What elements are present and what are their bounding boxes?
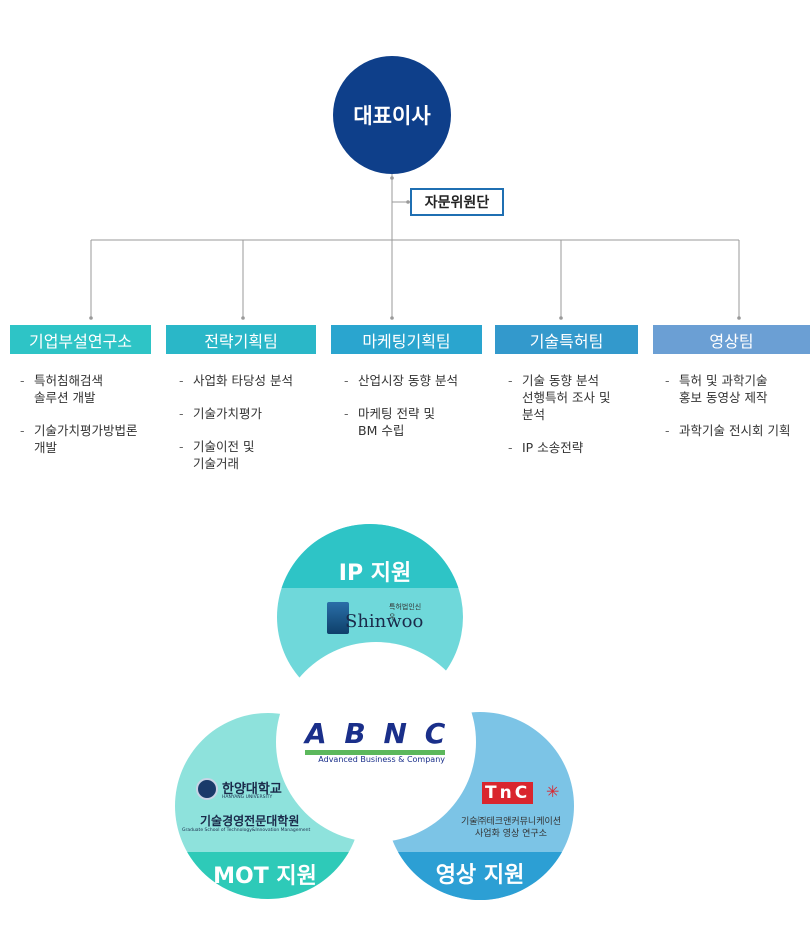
shinwoo-name: Shinwoo (345, 611, 424, 632)
hanyang-school: 기술경영전문대학원 (200, 814, 300, 828)
tnc-spark-icon: ✳ (546, 782, 560, 801)
tasks-strategy-planning: 사업화 타당성 분석 기술가치평가 기술이전 및 기술거래 (179, 372, 319, 488)
hanyang-school-en: Graduate School of Technology&Innovation… (182, 828, 311, 833)
hanyang-seal-icon (196, 778, 218, 800)
abnc-green-bar (305, 750, 445, 755)
shinwoo-korean: 특허법인신우 (389, 603, 422, 621)
abnc-logo: A B N C Advanced Business & Company (305, 718, 450, 768)
task-item: 기술이전 및 기술거래 (179, 438, 319, 472)
hanyang-english: HANYANG UNIVERSITY (222, 795, 273, 800)
tasks-tech-patent: 기술 동향 분석 선행특허 조사 및 분석 IP 소송전략 (508, 372, 638, 472)
tnc-line2: 사업화 영상 연구소 (475, 829, 547, 839)
task-item: 산업시장 동향 분석 (344, 372, 489, 389)
tasks-research-institute: 특허침해검색 솔루션 개발 기술가치평가방법론 개발 (20, 372, 160, 472)
task-item: 기술 동향 분석 선행특허 조사 및 분석 (508, 372, 638, 423)
tnc-name: TnC (482, 782, 534, 804)
dept-strategy-planning: 전략기획팀 (166, 325, 316, 354)
video-support-label: 영상 지원 (435, 863, 525, 888)
task-item: 마케팅 전략 및 BM 수립 (344, 405, 489, 439)
ip-support-label: IP 지원 (338, 561, 412, 586)
tasks-marketing-planning: 산업시장 동향 분석 마케팅 전략 및 BM 수립 (344, 372, 489, 455)
task-item: 특허침해검색 솔루션 개발 (20, 372, 160, 406)
shinwoo-logo: 특허법인신우 Shinwoo (327, 602, 427, 636)
abnc-tagline: Advanced Business & Company (318, 755, 445, 764)
task-item: 기술가치평가 (179, 405, 319, 422)
task-item: 사업화 타당성 분석 (179, 372, 319, 389)
tnc-line1: 기술㈜테크앤커뮤니케이션 (460, 817, 562, 827)
hanyang-logo: 한양대학교 HANYANG UNIVERSITY 기술경영전문대학원 Gradu… (182, 776, 310, 836)
tnc-logo: TnC ✳ 기술㈜테크앤커뮤니케이션 사업화 영상 연구소 (446, 780, 576, 840)
task-item: 특허 및 과학기술 홍보 동영상 제작 (665, 372, 810, 406)
abnc-letters: A B N C (305, 717, 450, 750)
task-item: 기술가치평가방법론 개발 (20, 422, 160, 456)
dept-tech-patent: 기술특허팀 (495, 325, 638, 354)
hanyang-name: 한양대학교 (222, 782, 282, 797)
mot-support-label: MOT 지원 (213, 864, 317, 889)
advisory-board-node: 자문위원단 (410, 188, 504, 216)
task-item: 과학기술 전시회 기획 (665, 422, 810, 439)
dept-video: 영상팀 (653, 325, 810, 354)
shinwoo-mark-icon (327, 602, 349, 634)
tasks-video: 특허 및 과학기술 홍보 동영상 제작 과학기술 전시회 기획 (665, 372, 810, 455)
dept-research-institute: 기업부설연구소 (10, 325, 151, 354)
center-circle (276, 642, 476, 842)
dept-marketing-planning: 마케팅기획팀 (331, 325, 482, 354)
task-item: IP 소송전략 (508, 439, 638, 456)
ceo-node: 대표이사 (333, 56, 451, 174)
